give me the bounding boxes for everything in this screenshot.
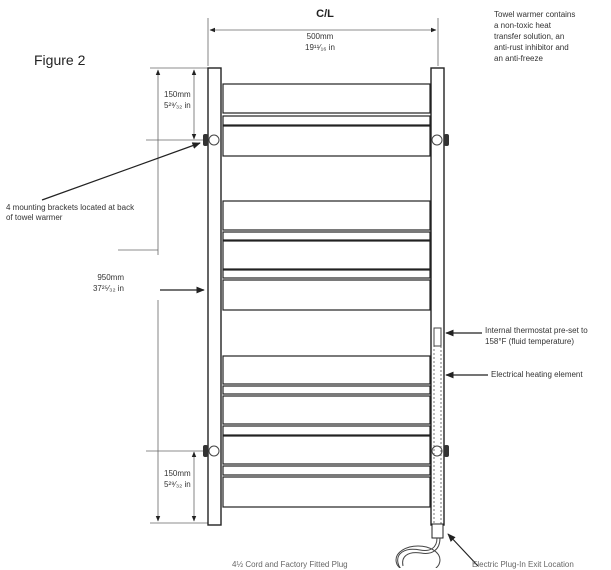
towel-bar bbox=[222, 476, 431, 508]
note-line: Towel warmer contains bbox=[494, 10, 576, 19]
height-dimension-mm: 950mm bbox=[97, 273, 124, 282]
towel-bar bbox=[222, 269, 431, 279]
towel-bar bbox=[222, 385, 431, 395]
centerline-label: C/L bbox=[316, 8, 334, 20]
callout-arrows bbox=[41, 142, 488, 567]
towel-bar bbox=[222, 231, 431, 241]
top-bracket-dimension-in: 5²⁹⁄₃₂ in bbox=[164, 101, 191, 110]
mounting-bracket bbox=[208, 134, 220, 146]
figure-label: Figure 2 bbox=[34, 52, 86, 68]
power-cord bbox=[395, 537, 441, 568]
plug-callout: Electric Plug-In Exit Location bbox=[472, 560, 574, 569]
heating-element bbox=[433, 344, 442, 526]
note-line: an anti-freeze bbox=[494, 54, 543, 63]
mounting-bracket bbox=[431, 134, 443, 146]
note-line: transfer solution, an bbox=[494, 32, 565, 41]
towel-bar bbox=[222, 83, 431, 114]
towel-bar bbox=[222, 240, 431, 270]
thermostat-callout-line: 158°F (fluid temperature) bbox=[485, 337, 575, 346]
towel-bar bbox=[222, 395, 431, 425]
mounting-bracket bbox=[431, 445, 443, 457]
note-line: anti-rust inhibitor and bbox=[494, 43, 569, 52]
brackets-arrow bbox=[41, 142, 201, 201]
towel-bar bbox=[222, 279, 431, 311]
towel-bar bbox=[222, 425, 431, 436]
thermostat bbox=[433, 327, 442, 347]
heating-element-callout: Electrical heating element bbox=[491, 370, 583, 379]
mounting-bracket bbox=[208, 445, 220, 457]
bottom-bracket-dimension-mm: 150mm bbox=[164, 469, 191, 478]
width-dimension bbox=[207, 18, 439, 66]
bracket-tabs bbox=[203, 134, 449, 457]
towel-bar bbox=[222, 355, 431, 385]
brackets-callout-line: of towel warmer bbox=[6, 213, 63, 222]
top-bracket-dimension-mm: 150mm bbox=[164, 90, 191, 99]
bottom-bracket-dimension-in: 5²⁹⁄₃₂ in bbox=[164, 480, 191, 489]
height-dimension-in: 37²⁵⁄₃₂ in bbox=[92, 284, 124, 293]
towel-bar bbox=[222, 115, 431, 126]
top-bracket-dimension bbox=[146, 69, 205, 141]
mounting-brackets bbox=[208, 134, 443, 457]
towel-bar bbox=[222, 125, 431, 157]
note-line: a non-toxic heat bbox=[494, 21, 551, 30]
plug-exit bbox=[431, 523, 444, 539]
towel-bar bbox=[222, 200, 431, 231]
thermostat-callout-line: Internal thermostat pre-set to bbox=[485, 326, 588, 335]
brackets-callout-line: 4 mounting brackets located at back bbox=[6, 203, 135, 212]
towel-bar bbox=[222, 435, 431, 465]
height-dimension bbox=[118, 67, 208, 524]
width-dimension-mm: 500mm bbox=[306, 32, 334, 41]
towel-bars bbox=[222, 83, 431, 508]
bottom-bracket-dimension bbox=[146, 450, 205, 522]
left-rail bbox=[207, 67, 222, 526]
cord-callout: 4½ Cord and Factory Fitted Plug bbox=[232, 560, 348, 569]
towel-bar bbox=[222, 465, 431, 476]
plug-arrow bbox=[447, 533, 479, 567]
width-dimension-in: 19¹¹⁄₁₆ in bbox=[305, 43, 335, 52]
